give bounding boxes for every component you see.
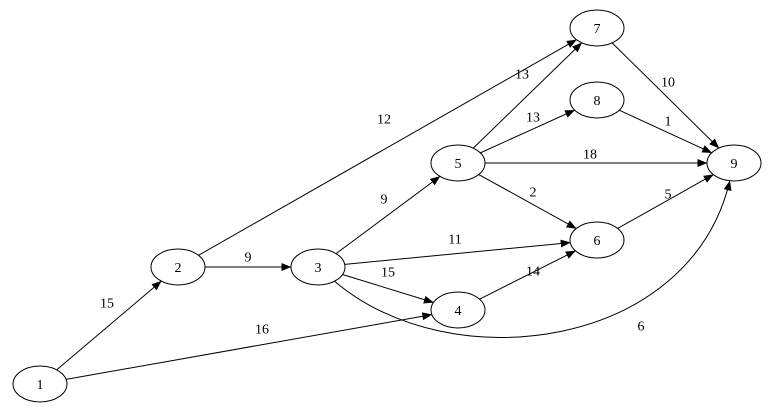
node-label-8: 8: [594, 94, 601, 109]
node-label-2: 2: [175, 261, 182, 276]
edge-4-6: [479, 250, 576, 300]
edge-weight-2-3: 9: [245, 250, 252, 265]
node-label-3: 3: [315, 261, 322, 276]
node-ellipse-2: [150, 248, 206, 286]
edge-3-4: [342, 274, 434, 304]
edge-5-6: [478, 174, 577, 229]
node-label-5: 5: [455, 157, 462, 172]
node-8: 8: [569, 81, 625, 119]
node-ellipse-8: [569, 81, 625, 119]
node-ellipse-6: [569, 221, 625, 259]
node-label-7: 7: [594, 22, 601, 37]
edge-weight-8-9: 1: [665, 114, 672, 129]
edge-weight-7-9: 10: [661, 75, 675, 90]
node-ellipse-1: [12, 365, 68, 403]
edge-6-9: [617, 174, 714, 229]
node-ellipse-3: [290, 248, 346, 286]
edge-weight-5-7: 13: [515, 67, 529, 82]
node-5: 5: [430, 144, 486, 182]
edge-5-8: [480, 109, 576, 154]
node-label-1: 1: [37, 378, 44, 393]
edge-3-6: [344, 239, 571, 265]
edge-weight-1-2: 15: [100, 296, 114, 311]
edge-5-7: [472, 42, 583, 149]
node-label-9: 9: [731, 157, 738, 172]
edge-label-layer: 15 16 9 12 9 11 15 6 14 13 13 18 2 5 10 1: [100, 67, 675, 337]
edge-3-5: [335, 175, 441, 255]
node-9: 9: [706, 144, 762, 182]
node-2: 2: [150, 248, 206, 286]
edge-weight-3-9: 6: [638, 319, 645, 334]
node-7: 7: [569, 9, 625, 47]
node-label-4: 4: [455, 304, 462, 319]
node-ellipse-7: [569, 9, 625, 47]
node-ellipse-5: [430, 144, 486, 182]
node-label-6: 6: [594, 234, 601, 249]
edge-weight-4-6: 14: [526, 264, 540, 279]
edge-weight-3-5: 9: [381, 192, 388, 207]
node-3: 3: [290, 248, 346, 286]
node-4: 4: [430, 291, 486, 329]
edge-7-9: [611, 42, 720, 149]
edge-weight-6-9: 5: [665, 187, 672, 202]
edge-8-9: [619, 109, 713, 154]
edge-layer: [56, 39, 732, 380]
edge-1-4: [66, 312, 433, 380]
node-6: 6: [569, 221, 625, 259]
node-ellipse-4: [430, 291, 486, 329]
edge-weight-5-6: 2: [530, 185, 537, 200]
node-ellipse-9: [706, 144, 762, 182]
node-1: 1: [12, 365, 68, 403]
edge-weight-3-4: 15: [381, 265, 395, 280]
edge-weight-5-9: 18: [583, 147, 597, 162]
edge-weight-2-7: 12: [377, 112, 391, 127]
edge-weight-5-8: 13: [526, 110, 540, 125]
edge-1-2: [56, 280, 162, 371]
edge-3-9: [334, 180, 732, 338]
edge-weight-1-4: 16: [255, 322, 269, 337]
edge-2-7: [198, 39, 577, 256]
edge-weight-3-6: 11: [448, 232, 461, 247]
